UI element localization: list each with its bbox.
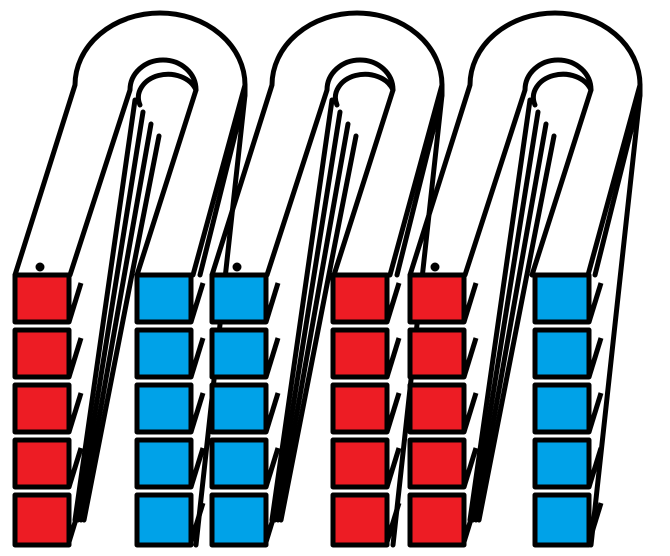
block-column-6 (532, 272, 604, 548)
blue-block (134, 492, 194, 548)
blue-block (532, 272, 592, 325)
blue-block (532, 327, 592, 380)
dot (232, 262, 242, 272)
red-block (407, 492, 467, 548)
block-depth-line (188, 282, 206, 323)
arch-shading-line (272, 109, 343, 523)
block-depth-line (188, 392, 206, 433)
blue-block (134, 382, 194, 435)
block-depth-line (66, 502, 84, 543)
red-block (330, 492, 390, 548)
block-column-1 (12, 272, 84, 548)
blue-block (209, 382, 269, 435)
block-depth-line (461, 392, 479, 433)
block-depth-line (586, 502, 604, 543)
red-block (330, 382, 390, 435)
block-depth-line (586, 337, 604, 378)
arch-shading-line (588, 92, 643, 548)
blue-block (209, 437, 269, 490)
arch-shading-line (278, 133, 359, 523)
arch-inner-edge (462, 57, 594, 278)
block-depth-line (384, 447, 402, 488)
arch-shading-line (72, 97, 138, 523)
arch-inner-depth (332, 71, 396, 108)
blue-block (134, 272, 194, 325)
red-block (407, 272, 467, 325)
arch-shading-line (269, 97, 335, 523)
block-depth-line (263, 282, 281, 323)
red-block (12, 382, 72, 435)
blue-block (209, 492, 269, 548)
red-block (330, 272, 390, 325)
arch-shading-line (75, 109, 146, 523)
blue-block (209, 327, 269, 380)
dot (35, 262, 45, 272)
arch-outer-edge (12, 10, 248, 278)
block-column-5 (407, 272, 479, 548)
block-depth-line (188, 502, 206, 543)
block-depth-line (384, 502, 402, 543)
dot (430, 262, 440, 272)
block-depth-line (586, 447, 604, 488)
red-block (407, 382, 467, 435)
red-block (407, 327, 467, 380)
block-depth-line (188, 447, 206, 488)
arch-outer-edge (407, 10, 643, 278)
arch-shading-line (470, 109, 541, 523)
red-block (12, 492, 72, 548)
block-depth-line (188, 337, 206, 378)
blue-block (532, 492, 592, 548)
arch-shading-line (467, 97, 533, 523)
arch-inner-depth (135, 71, 199, 108)
block-column-3 (209, 272, 281, 548)
block-depth-line (384, 392, 402, 433)
arch-shading-line (476, 133, 557, 523)
arch-inner-edge (67, 57, 199, 278)
block-depth-line (384, 282, 402, 323)
block-depth-line (66, 392, 84, 433)
arch-outer-edge (209, 10, 445, 278)
arch-shading-line (78, 121, 154, 523)
block-depth-line (586, 392, 604, 433)
block-depth-line (263, 502, 281, 543)
arch-inner-edge (264, 57, 396, 278)
block-column-4 (330, 272, 402, 548)
red-block (12, 327, 72, 380)
blue-block (209, 272, 269, 325)
block-depth-line (461, 447, 479, 488)
red-block (407, 437, 467, 490)
block-depth-line (586, 282, 604, 323)
block-depth-line (66, 447, 84, 488)
blue-block (134, 437, 194, 490)
block-column-2 (134, 272, 206, 548)
arch-3 (407, 10, 643, 548)
block-depth-line (263, 337, 281, 378)
red-block (12, 272, 72, 325)
arch-2 (209, 10, 445, 548)
block-depth-line (263, 392, 281, 433)
block-depth-line (461, 502, 479, 543)
block-depth-line (384, 337, 402, 378)
block-depth-line (461, 337, 479, 378)
red-block (330, 437, 390, 490)
red-block (12, 437, 72, 490)
block-depth-line (461, 282, 479, 323)
arch-shading-line (81, 133, 162, 523)
block-depth-line (66, 282, 84, 323)
block-depth-line (66, 337, 84, 378)
arch-shading-line (473, 121, 549, 523)
blue-block (532, 437, 592, 490)
red-block (330, 327, 390, 380)
blue-block (134, 327, 194, 380)
block-depth-line (263, 447, 281, 488)
arch-inner-depth (530, 71, 594, 108)
arch-shading-line (275, 121, 351, 523)
blue-block (532, 382, 592, 435)
